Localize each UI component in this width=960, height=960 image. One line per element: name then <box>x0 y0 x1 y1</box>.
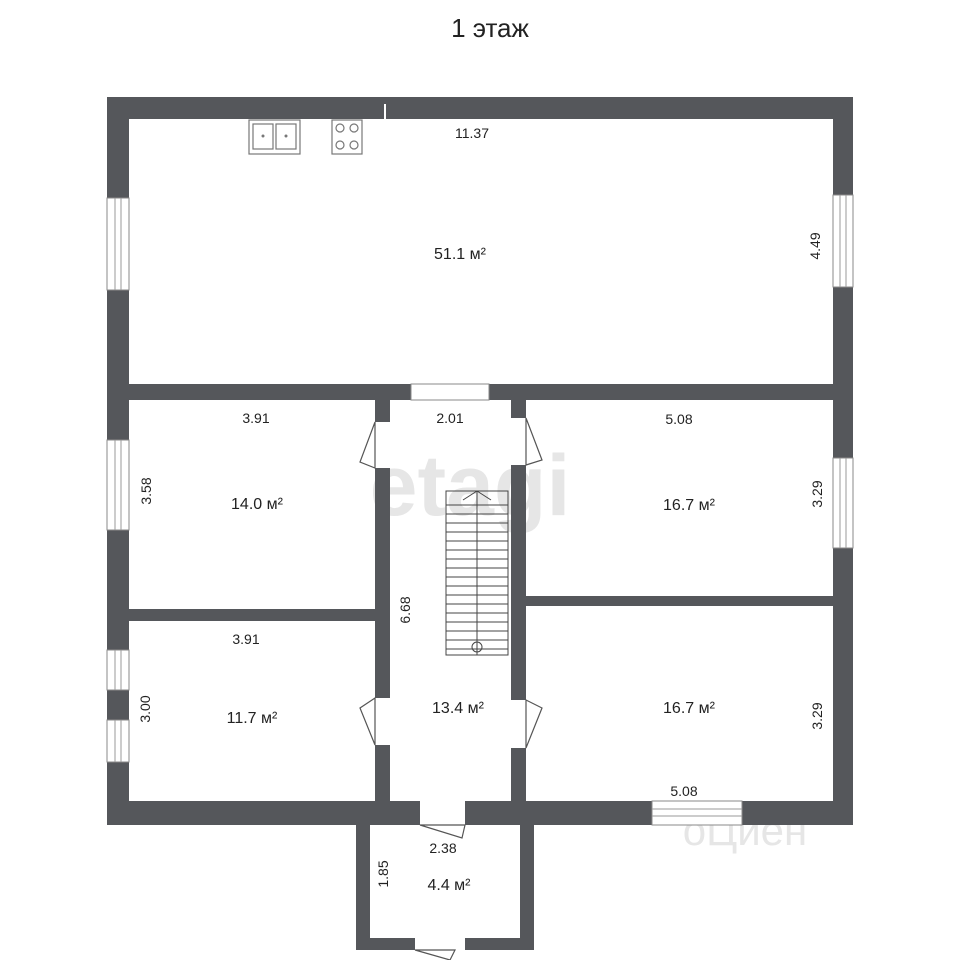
room-area-sw: 11.7 м² <box>227 710 278 727</box>
openings <box>410 383 490 950</box>
room-area-hall: 13.4 м² <box>432 700 485 717</box>
dim-width-living: 11.37 <box>455 125 489 141</box>
doors <box>359 417 543 960</box>
room-area-ne: 16.7 м² <box>663 497 716 514</box>
dim-height-living: 4.49 <box>807 232 823 259</box>
windows <box>106 104 854 826</box>
dim-width-nw: 3.91 <box>242 410 269 426</box>
dim-width-hall: 2.01 <box>436 410 463 426</box>
dim-height-vestibule: 1.85 <box>375 860 391 887</box>
dim-height-nw: 3.58 <box>138 477 154 504</box>
dim-width-ne: 5.08 <box>665 411 692 427</box>
room-area-vestibule: 4.4 м² <box>427 877 471 894</box>
staircase <box>445 490 509 656</box>
sink-icon <box>248 119 301 155</box>
dim-width-vestibule: 2.38 <box>429 840 456 856</box>
room-area-living: 51.1 м² <box>434 246 487 263</box>
watermark-logo: etagi <box>370 438 571 534</box>
plan-title: 1 этаж <box>451 13 529 43</box>
dim-width-se: 5.08 <box>670 783 697 799</box>
dim-height-ne: 3.29 <box>809 480 825 507</box>
stove-icon <box>331 119 363 155</box>
kitchen-fixtures <box>248 119 363 155</box>
dim-height-hall: 6.68 <box>397 596 413 623</box>
dim-height-sw: 3.00 <box>137 695 153 722</box>
dim-width-sw: 3.91 <box>232 631 259 647</box>
room-area-se: 16.7 м² <box>663 700 716 717</box>
room-area-nw: 14.0 м² <box>231 496 284 513</box>
dim-height-se: 3.29 <box>809 702 825 729</box>
